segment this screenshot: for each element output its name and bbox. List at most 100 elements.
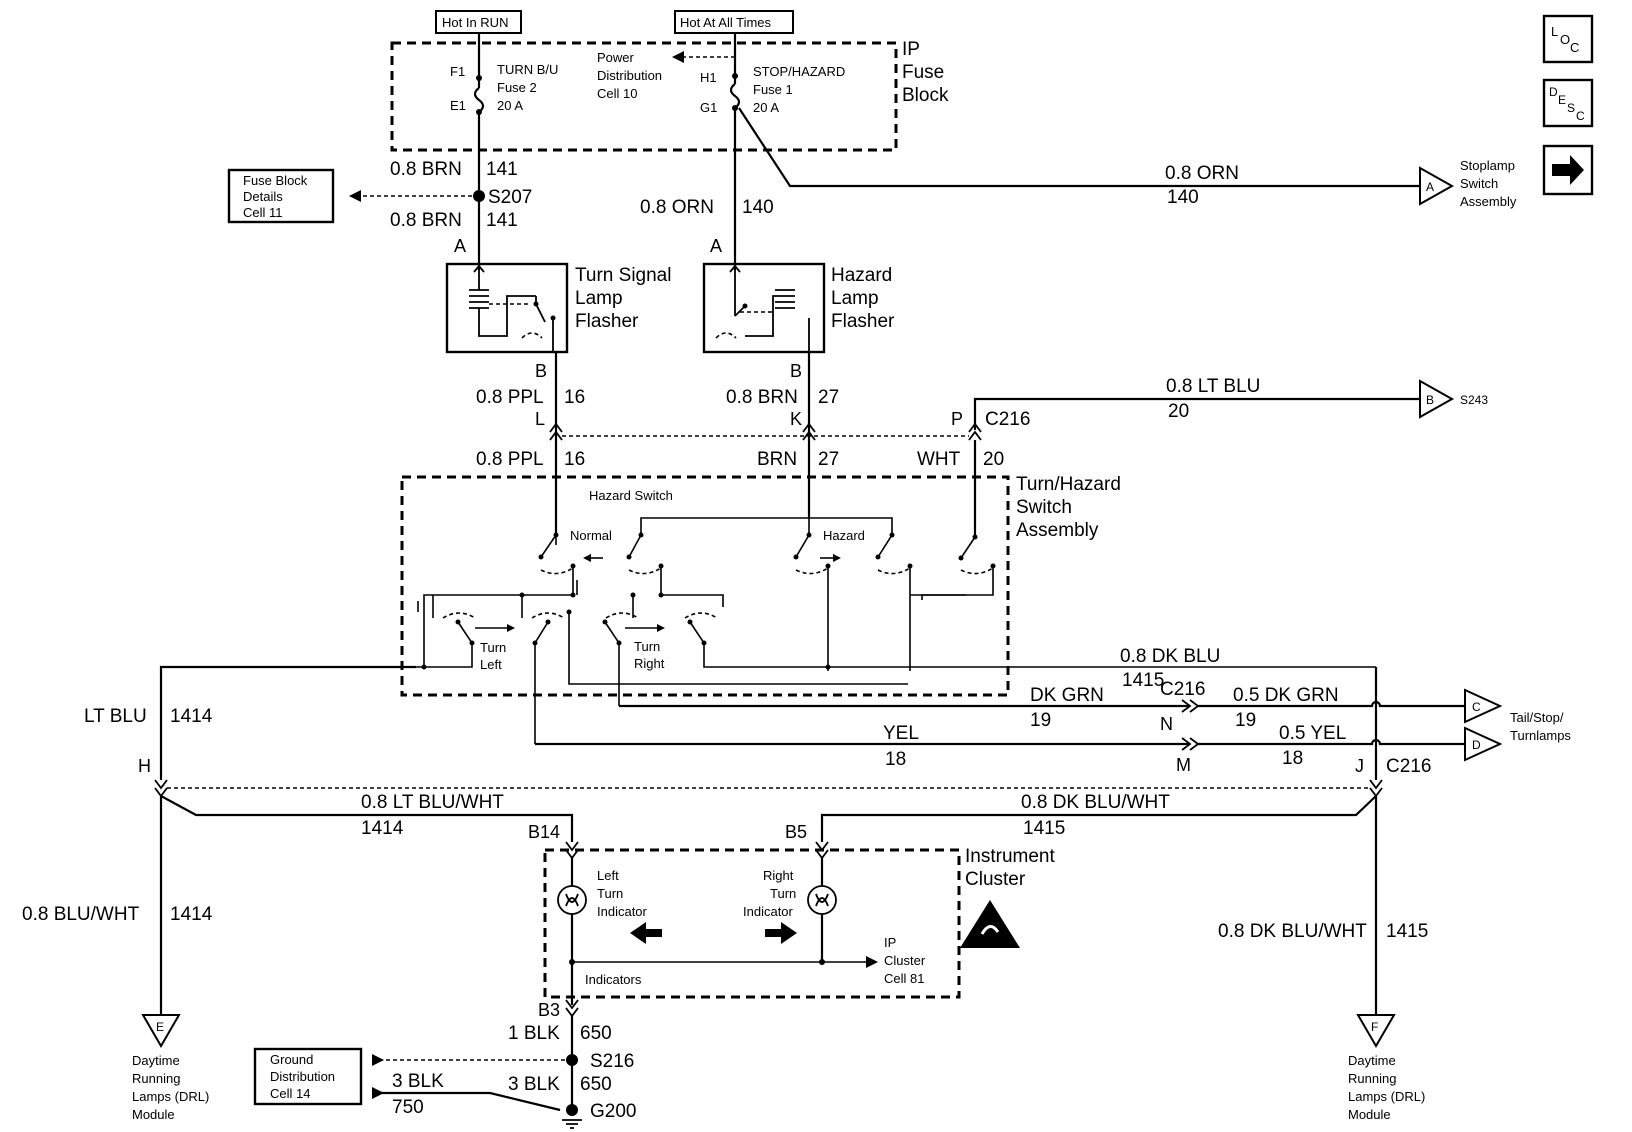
svg-text:Block: Block	[902, 85, 949, 106]
svg-text:Daytime: Daytime	[1348, 1053, 1396, 1068]
svg-text:Turnlamps: Turnlamps	[1510, 728, 1571, 743]
pin-h: H	[138, 756, 151, 776]
turn-left-label-2: Left	[480, 657, 502, 672]
drl-connector-e: E Daytime Running Lamps (DRL) Module	[132, 1014, 209, 1122]
wire-number-1414-c: 1414	[170, 904, 213, 925]
svg-text:Cluster: Cluster	[965, 869, 1026, 890]
hot-in-run-label: Hot In RUN	[435, 10, 522, 34]
turn-right-label-2: Right	[634, 656, 665, 671]
pin-a-turn-flasher: A	[454, 236, 466, 256]
wire-lt-blu-20	[973, 397, 1420, 430]
fuse-block-details-box: Fuse Block Details Cell 11	[227, 168, 335, 224]
wire-lt-blu-wht-1414	[160, 795, 574, 842]
svg-text:Switch: Switch	[1460, 176, 1498, 191]
wire-label-ppl-16-a: 0.8 PPL	[476, 387, 544, 408]
svg-text:Cell 14: Cell 14	[270, 1086, 310, 1101]
svg-text:Left: Left	[597, 868, 619, 883]
wire-label-dk-grn-05: 0.5 DK GRN	[1233, 685, 1339, 706]
pin-b-turn-flasher: B	[535, 361, 547, 381]
svg-text:D: D	[1549, 85, 1558, 99]
pin-p: P	[951, 409, 963, 429]
wire-number-18-b: 18	[1282, 748, 1303, 769]
svg-text:Turn: Turn	[770, 886, 796, 901]
turn-signal-flasher-label: Turn Signal Lamp Flasher	[575, 265, 671, 332]
indicators-label: Indicators	[585, 972, 642, 987]
svg-text:Lamps (DRL): Lamps (DRL)	[1348, 1089, 1425, 1104]
pin-g1: G1	[700, 100, 717, 115]
pin-b5: B5	[785, 822, 807, 842]
wire-number-1414: 1414	[170, 706, 213, 727]
svg-text:Tail/Stop/: Tail/Stop/	[1510, 710, 1564, 725]
pin-f1: F1	[450, 64, 465, 79]
stop-hazard-fuse-symbol	[672, 33, 741, 252]
connector-c216-right: C216	[1386, 756, 1431, 777]
svg-text:L: L	[1551, 24, 1558, 39]
turn-left-label-1: Turn	[480, 640, 506, 655]
turn-signal-flasher	[445, 252, 569, 354]
turn-right-label-1: Turn	[634, 639, 660, 654]
pin-h1: H1	[700, 70, 717, 85]
svg-text:C: C	[1570, 40, 1579, 55]
stoplamp-connector: A Stoplamp Switch Assembly	[1419, 158, 1517, 209]
normal-label: Normal	[570, 528, 612, 543]
wire-dk-blu-wht-1415	[820, 795, 1377, 842]
svg-text:Cluster: Cluster	[884, 953, 926, 968]
right-turn-indicator-bulb	[807, 858, 837, 962]
pin-a-hazard-flasher: A	[710, 236, 722, 256]
left-turn-indicator-bulb	[557, 858, 587, 1005]
svg-text:Turn: Turn	[597, 886, 623, 901]
left-arrow-icon	[630, 922, 662, 944]
svg-text:Fuse: Fuse	[902, 62, 944, 83]
svg-text:Fuse Block: Fuse Block	[243, 173, 308, 188]
splice-s207	[473, 190, 485, 202]
wire-label-lt-blu: LT BLU	[84, 706, 147, 727]
svg-text:O: O	[1560, 32, 1570, 47]
svg-text:B: B	[1426, 393, 1434, 407]
wire-label-dk-blu-wht: 0.8 DK BLU/WHT	[1021, 792, 1170, 813]
wire-number-19: 19	[1030, 710, 1051, 731]
svg-text:Hot At All Times: Hot At All Times	[680, 15, 772, 30]
power-distribution-label: Power Distribution Cell 10	[597, 50, 662, 101]
svg-text:Hot In RUN: Hot In RUN	[442, 15, 508, 30]
wire-number-1415: 1415	[1122, 670, 1164, 691]
svg-text:E: E	[1558, 93, 1566, 107]
svg-text:E: E	[156, 1020, 164, 1034]
svg-text:C: C	[1472, 700, 1481, 714]
svg-text:Right: Right	[763, 868, 794, 883]
svg-text:Cell 81: Cell 81	[884, 971, 924, 986]
svg-text:Assembly: Assembly	[1016, 520, 1099, 541]
wire-number-1415-c: 1415	[1386, 921, 1428, 942]
turn-switch-internal-wiring: Turn Left Turn Right	[416, 566, 1376, 744]
splice-label-s207: S207	[488, 187, 532, 208]
right-arrow-icon	[765, 922, 797, 944]
instrument-cluster-label: Instrument Cluster	[965, 846, 1055, 890]
wire-orn-140-stoplamp	[738, 107, 1420, 188]
hazard-switch-contacts: Normal Hazard	[538, 517, 996, 575]
pin-b14: B14	[528, 822, 560, 842]
svg-text:TURN B/U: TURN B/U	[497, 62, 558, 77]
wire-label-dk-blu-wht-2: 0.8 DK BLU/WHT	[1218, 921, 1367, 942]
wire-number-1415-b: 1415	[1023, 818, 1065, 839]
wire-number-18: 18	[885, 749, 906, 770]
svg-text:Module: Module	[132, 1107, 175, 1122]
svg-text:Instrument: Instrument	[965, 846, 1055, 867]
svg-text:Lamp: Lamp	[575, 288, 623, 309]
svg-text:IP: IP	[902, 39, 920, 60]
splice-s216	[566, 1054, 578, 1066]
wire-number-16-a: 16	[564, 387, 585, 408]
wire-label-wht-20: WHT	[917, 449, 961, 470]
svg-text:STOP/HAZARD: STOP/HAZARD	[753, 64, 845, 79]
svg-text:S243: S243	[1460, 393, 1488, 407]
svg-text:Details: Details	[243, 189, 283, 204]
wire-label-ppl-16-b: 0.8 PPL	[476, 449, 544, 470]
next-arrow-icon[interactable]	[1542, 144, 1594, 196]
wire-lt-blu-1414	[159, 665, 416, 780]
wire-label-yel: YEL	[883, 723, 919, 744]
wire-label-lt-blu-20: 0.8 LT BLU	[1166, 376, 1260, 397]
stop-fuse-label: STOP/HAZARD Fuse 1 20 A	[753, 64, 845, 115]
svg-text:Power: Power	[597, 50, 635, 65]
loc-icon[interactable]: LOC	[1542, 14, 1594, 64]
s243-connector: B S243	[1419, 379, 1488, 419]
